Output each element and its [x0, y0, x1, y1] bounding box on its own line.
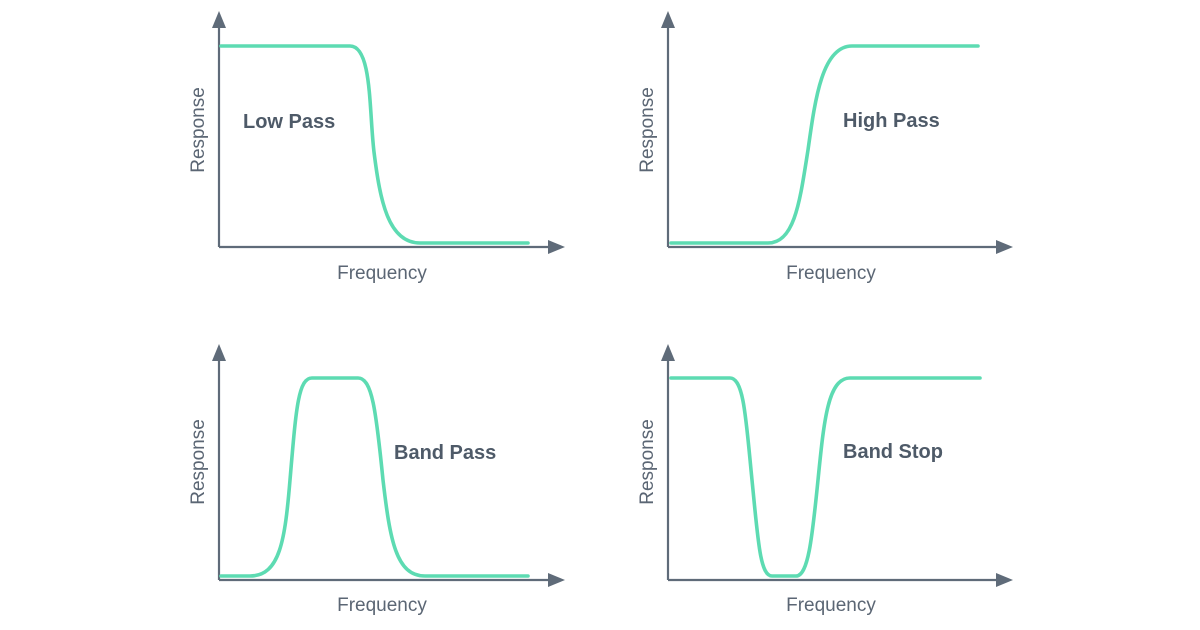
panel-band-pass: Band Pass Frequency Response: [188, 344, 565, 616]
y-axis-label: Response: [637, 87, 658, 173]
x-axis-label: Frequency: [786, 263, 876, 284]
x-axis-arrow-icon: [548, 240, 565, 254]
y-axis-label: Response: [188, 419, 209, 505]
x-axis-arrow-icon: [996, 573, 1013, 587]
response-curve: [219, 376, 530, 578]
filter-name: Band Pass: [394, 442, 496, 464]
y-axis-label: Response: [188, 87, 209, 173]
y-axis-arrow-icon: [212, 344, 226, 361]
y-axis-arrow-icon: [661, 11, 675, 28]
y-axis-label: Response: [637, 419, 658, 505]
panel-high-pass: High Pass Frequency Response: [637, 11, 1013, 284]
filter-name: Band Stop: [843, 441, 943, 463]
response-curve: [219, 44, 530, 245]
y-axis-arrow-icon: [212, 11, 226, 28]
response-curve: [669, 44, 980, 245]
x-axis-label: Frequency: [786, 595, 876, 616]
filter-name: High Pass: [843, 110, 940, 132]
x-axis-arrow-icon: [996, 240, 1013, 254]
response-curve: [669, 376, 982, 578]
filter-name: Low Pass: [243, 111, 335, 133]
x-axis-label: Frequency: [337, 263, 427, 284]
panel-band-stop: Band Stop Frequency Response: [637, 344, 1013, 616]
y-axis-arrow-icon: [661, 344, 675, 361]
x-axis-arrow-icon: [548, 573, 565, 587]
x-axis-label: Frequency: [337, 595, 427, 616]
panel-low-pass: Low Pass Frequency Response: [188, 11, 565, 284]
